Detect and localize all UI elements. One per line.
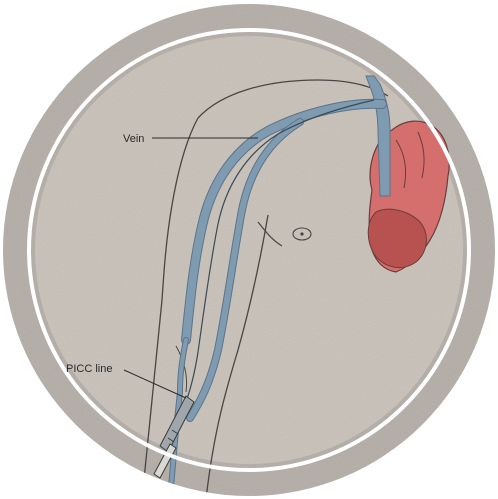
picc-label: PICC line	[66, 363, 112, 375]
vein-label: Vein	[123, 133, 144, 145]
